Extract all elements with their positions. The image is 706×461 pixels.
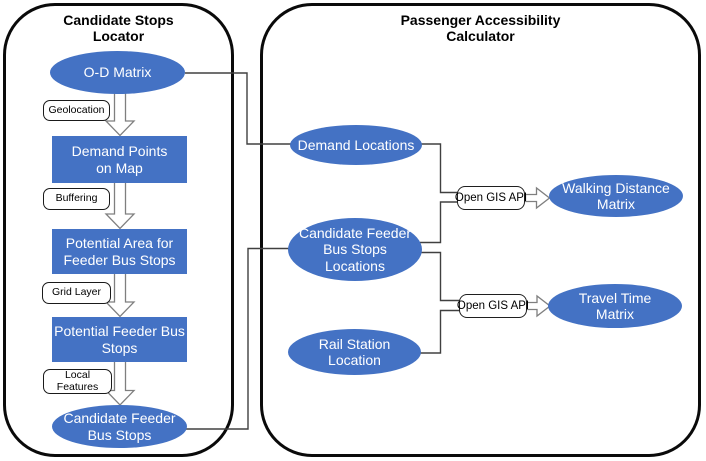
right-panel-title: Passenger Accessibility Calculator xyxy=(400,12,561,44)
down-arrow-potential-area-to-potential-stops-icon xyxy=(104,271,136,318)
connector-cfbs-locations-to-gis2 xyxy=(420,251,460,302)
connector-demand-locations-to-gis1 xyxy=(421,143,458,194)
potential-area-node: Potential Area for Feeder Bus Stops xyxy=(52,229,187,274)
connector-candidate-stops-to-cfbs-locations xyxy=(186,247,289,430)
connector-cfbs-locations-to-gis1 xyxy=(420,201,458,244)
open-gis-api-box-1: Open GIS API xyxy=(455,186,527,210)
buffering-label: Buffering xyxy=(43,188,110,210)
od-matrix-node: O-D Matrix xyxy=(50,51,185,94)
geolocation-label: Geolocation xyxy=(43,100,110,121)
down-arrow-demand-points-to-potential-area-icon xyxy=(104,181,136,230)
left-panel-title: Candidate Stops Locator xyxy=(63,12,174,44)
travel-time-matrix-node: Travel Time Matrix xyxy=(548,284,682,328)
right-arrow-gis2-to-travel-matrix-icon xyxy=(525,294,552,318)
candidate-feeder-bus-stops-node: Candidate Feeder Bus Stops xyxy=(52,405,187,448)
right-arrow-gis1-to-walking-matrix-icon xyxy=(524,186,551,210)
open-gis-api-box-2: Open GIS API xyxy=(457,294,529,318)
connector-od-matrix-to-demand-locations xyxy=(185,72,291,145)
down-arrow-potential-stops-to-candidate-stops-icon xyxy=(104,359,136,406)
candidate-stops-locator-panel: Candidate Stops Locator xyxy=(3,3,234,457)
candidate-feeder-bus-stops-locations-node: Candidate Feeder Bus Stops Locations xyxy=(288,218,422,281)
local-features-label: Local Features xyxy=(43,369,112,394)
walking-distance-matrix-node: Walking Distance Matrix xyxy=(549,175,683,217)
passenger-accessibility-calculator-panel: Passenger Accessibility Calculator xyxy=(260,3,701,457)
demand-locations-node: Demand Locations xyxy=(290,125,422,165)
potential-feeder-bus-stops-node: Potential Feeder Bus Stops xyxy=(52,317,187,362)
grid-layer-label: Grid Layer xyxy=(42,282,111,304)
down-arrow-od-to-demand-points-icon xyxy=(104,92,136,137)
demand-points-on-map-node: Demand Points on Map xyxy=(52,136,187,183)
rail-station-location-node: Rail Station Location xyxy=(288,329,421,375)
connector-rail-station-to-gis2 xyxy=(419,309,460,354)
